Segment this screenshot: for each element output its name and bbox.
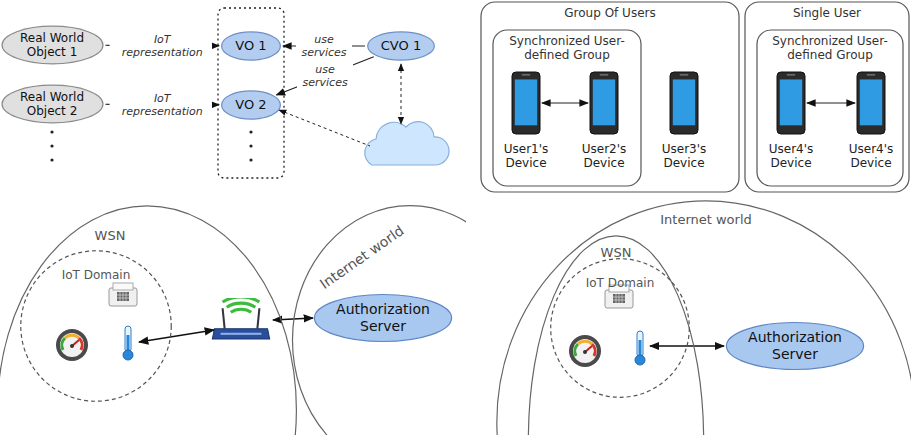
node-label: Group Of Users	[510, 6, 710, 20]
label-anchor: IoT representation	[112, 32, 212, 58]
ellipsis-dots	[50, 130, 252, 161]
device-icon	[109, 283, 137, 306]
connector	[542, 102, 588, 103]
phone-device: User4's Device	[857, 72, 885, 134]
node-label: WSN	[90, 228, 130, 244]
node-label: User1's Device	[496, 142, 556, 171]
edge-label: use services	[297, 63, 353, 89]
region-ellipse: Internet worldWSN IoT DomainAuthorization…	[496, 200, 911, 435]
node-label: Single User	[757, 6, 897, 20]
phone-device: User4's Device	[777, 72, 805, 134]
node-label: User3's Device	[654, 142, 714, 171]
group-box: Synchronized User-defined GroupUser4's D…	[757, 30, 903, 186]
connector	[276, 57, 373, 95]
phone-device: User1's Device	[512, 72, 540, 134]
node-outline	[670, 72, 698, 134]
phone-device: User3's Device	[670, 72, 698, 134]
domain-circle: IoT Domain	[550, 258, 690, 398]
node-label: Internet world	[646, 212, 766, 228]
ellipse-node: Real World Object 2	[1, 84, 104, 124]
node-label: User4's Device	[761, 142, 821, 171]
region-ellipse: WSN IoT Domain	[0, 205, 297, 435]
label-anchor: use services	[297, 63, 353, 89]
panel: WSN IoT Domain Internet worldAuthorization…	[0, 196, 466, 435]
panel: Real World Object 1 Real World Object 2 VO…	[0, 0, 470, 196]
group-box: Single UserSynchronized User-defined Gro…	[745, 2, 909, 192]
panel: Group Of UsersSynchronized User-defined …	[474, 0, 911, 196]
node-label: VO 2	[227, 97, 275, 113]
node-label: WSN	[596, 245, 636, 261]
phone-device: User2's Device	[590, 72, 618, 134]
node-label: VO 1	[227, 38, 275, 54]
group-box: Synchronized User-defined GroupUser1's D…	[493, 30, 641, 186]
node-outline	[512, 72, 540, 134]
node-label: Synchronized User-defined Group	[759, 34, 901, 63]
ellipse-node: VO 2	[221, 90, 281, 120]
gauge-icon	[569, 335, 601, 367]
ellipse-node: Real World Object 1	[1, 25, 104, 65]
node-label: User2's Device	[574, 142, 634, 171]
region-ellipse: WSN IoT Domain	[528, 235, 704, 435]
edge-label: use services	[296, 33, 352, 59]
edge-label: IoT representation	[112, 91, 212, 117]
ellipse-node: Authorization Server	[313, 293, 453, 343]
node-label: IoT Domain	[565, 276, 675, 290]
router-icon	[212, 297, 269, 339]
edge-label: IoT representation	[112, 32, 212, 58]
region-ellipse: Internet worldAuthorization Server	[292, 205, 466, 435]
dotted-group	[218, 8, 284, 178]
link-arrow	[139, 330, 214, 342]
gauge-icon	[56, 329, 88, 361]
node-label: User4's Device	[841, 142, 901, 171]
ellipse-node: Authorization Server	[725, 321, 865, 371]
cloud-link	[401, 64, 402, 124]
ellipse-node: CVO 1	[367, 31, 435, 61]
group-box: Group Of UsersSynchronized User-defined …	[481, 2, 739, 192]
node-outline	[496, 200, 911, 435]
node-outline	[590, 72, 618, 134]
node-label: Real World Object 2	[11, 90, 93, 119]
connector	[807, 102, 855, 103]
domain-circle: IoT Domain	[20, 250, 172, 402]
label-anchor: use services	[296, 33, 352, 59]
node-label: Real World Object 1	[11, 31, 93, 60]
label-anchor: IoT representation	[112, 91, 212, 117]
cloud-link	[279, 110, 370, 146]
thermometer-icon	[123, 326, 133, 360]
link-arrow	[273, 318, 313, 320]
node-outline	[857, 72, 885, 134]
cloud-symbol	[365, 122, 449, 165]
node-label: CVO 1	[374, 38, 428, 54]
node-label: Authorization Server	[327, 301, 439, 335]
node-label: IoT Domain	[41, 268, 151, 282]
node-label: Synchronized User-defined Group	[495, 34, 639, 63]
node-label: Authorization Server	[739, 329, 851, 363]
ellipse-node: VO 1	[221, 31, 281, 61]
thermometer-icon	[635, 331, 645, 365]
node-outline	[0, 205, 297, 435]
panel: Internet worldWSN IoT DomainAuthorization…	[470, 196, 911, 435]
node-outline	[528, 235, 704, 435]
node-outline	[777, 72, 805, 134]
node-label: Internet world	[308, 216, 416, 299]
